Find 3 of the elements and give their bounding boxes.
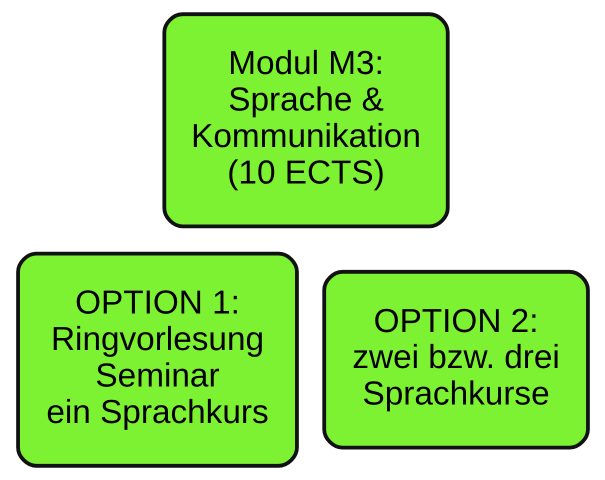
node-box: Modul M3: Sprache & Kommunikation (10 ECTS) bbox=[162, 12, 450, 228]
node-box: OPTION 2: zwei bzw. drei Sprachkurse bbox=[322, 270, 590, 450]
node-box: OPTION 1: Ringvorlesung Seminar ein Sprachkurs bbox=[16, 252, 298, 468]
